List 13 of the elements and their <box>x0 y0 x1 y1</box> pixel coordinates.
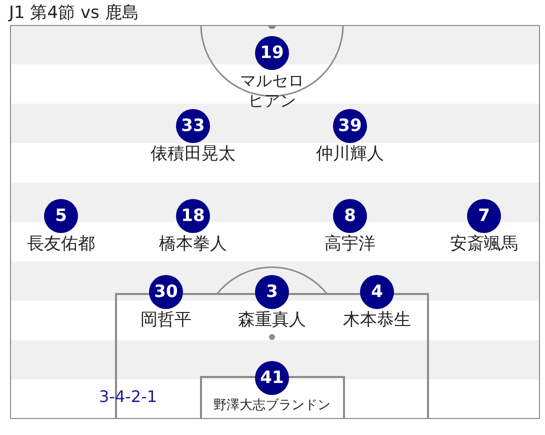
player-name: 安斎颯馬 <box>450 234 518 254</box>
player-name: 俵積田晃太 <box>150 144 236 164</box>
player-name: マルセロヒアン <box>239 71 305 111</box>
player-name: 長友佑都 <box>27 234 95 254</box>
player-name: 高宇洋 <box>324 234 376 254</box>
formation-label: 3-4-2-1 <box>99 387 158 407</box>
player-name: 仲川輝人 <box>316 144 384 164</box>
player-name: 岡哲平 <box>140 310 192 330</box>
player-name: 木本恭生 <box>343 310 411 330</box>
player-name: 野澤大志ブランドン <box>214 397 330 415</box>
player-name: 橋本拳人 <box>159 234 227 254</box>
title: J1 第4節 vs 鹿島 <box>9 3 139 23</box>
player-name: 森重真人 <box>238 310 306 330</box>
